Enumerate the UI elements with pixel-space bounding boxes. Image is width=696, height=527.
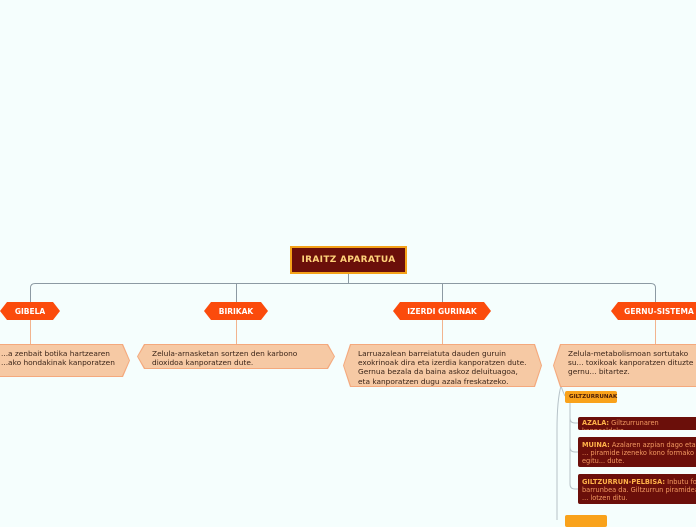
- topic-birikak[interactable]: BIRIKAK: [204, 302, 268, 320]
- subtopic-giltzurrunak[interactable]: GILTZURRUNAK: [565, 391, 617, 403]
- topic-izerdi-gurinak[interactable]: IZERDI GURINAK: [393, 302, 491, 320]
- topic-gernu-sistema[interactable]: GERNU-SISTEMA: [611, 302, 696, 320]
- topic-label: BIRIKAK: [218, 306, 254, 316]
- desc-text: Zelula-metabolismoan sortutako su... tox…: [554, 345, 696, 386]
- detail-giltzurrun-pelbisa[interactable]: GILTZURRUN-PELBISA: Inbutu fo... barrunb…: [578, 474, 696, 504]
- detail-title: MUINA:: [582, 441, 610, 449]
- root-label: IRAITZ APARATUA: [301, 255, 396, 265]
- desc-birikak[interactable]: Zelula-arnasketan sortzen den karbono di…: [137, 344, 335, 369]
- detail-muina[interactable]: MUINA: Azalaren azpian dago eta ... pira…: [578, 437, 696, 467]
- topic-label: GERNU-SISTEMA: [624, 306, 694, 316]
- subtopic-label: GILTZURRUNAK: [569, 394, 618, 400]
- desc-izerdi-gurinak[interactable]: Larruazalean barreiatuta dauden guruin e…: [343, 344, 542, 387]
- detail-azala[interactable]: AZALA: Giltzurrunaren kanpoaldeko...: [578, 417, 696, 430]
- desc-gibela[interactable]: ...a zenbait botika hartzearen ...ako ho…: [0, 344, 130, 377]
- subtopic-partial[interactable]: [565, 515, 607, 527]
- desc-text: Larruazalean barreiatuta dauden guruin e…: [344, 345, 541, 386]
- topic-gibela[interactable]: GIBELA: [0, 302, 60, 320]
- detail-text: Inbutu fo... barrunbea da. Giltzurrun pi…: [582, 478, 696, 503]
- desc-text: Zelula-arnasketan sortzen den karbono di…: [138, 345, 334, 368]
- topic-label: GIBELA: [14, 306, 46, 316]
- root-node[interactable]: IRAITZ APARATUA: [290, 246, 407, 274]
- topic-label: IZERDI GURINAK: [407, 306, 477, 316]
- detail-text: Giltzurrunaren kanpoaldeko...: [582, 419, 659, 430]
- detail-title: AZALA:: [582, 419, 610, 427]
- detail-title: GILTZURRUN-PELBISA:: [582, 478, 666, 486]
- desc-text: ...a zenbait botika hartzearen ...ako ho…: [0, 345, 129, 376]
- desc-gernu-sistema[interactable]: Zelula-metabolismoan sortutako su... tox…: [553, 344, 696, 387]
- detail-text: Azalaren azpian dago eta ... piramide iz…: [582, 441, 696, 466]
